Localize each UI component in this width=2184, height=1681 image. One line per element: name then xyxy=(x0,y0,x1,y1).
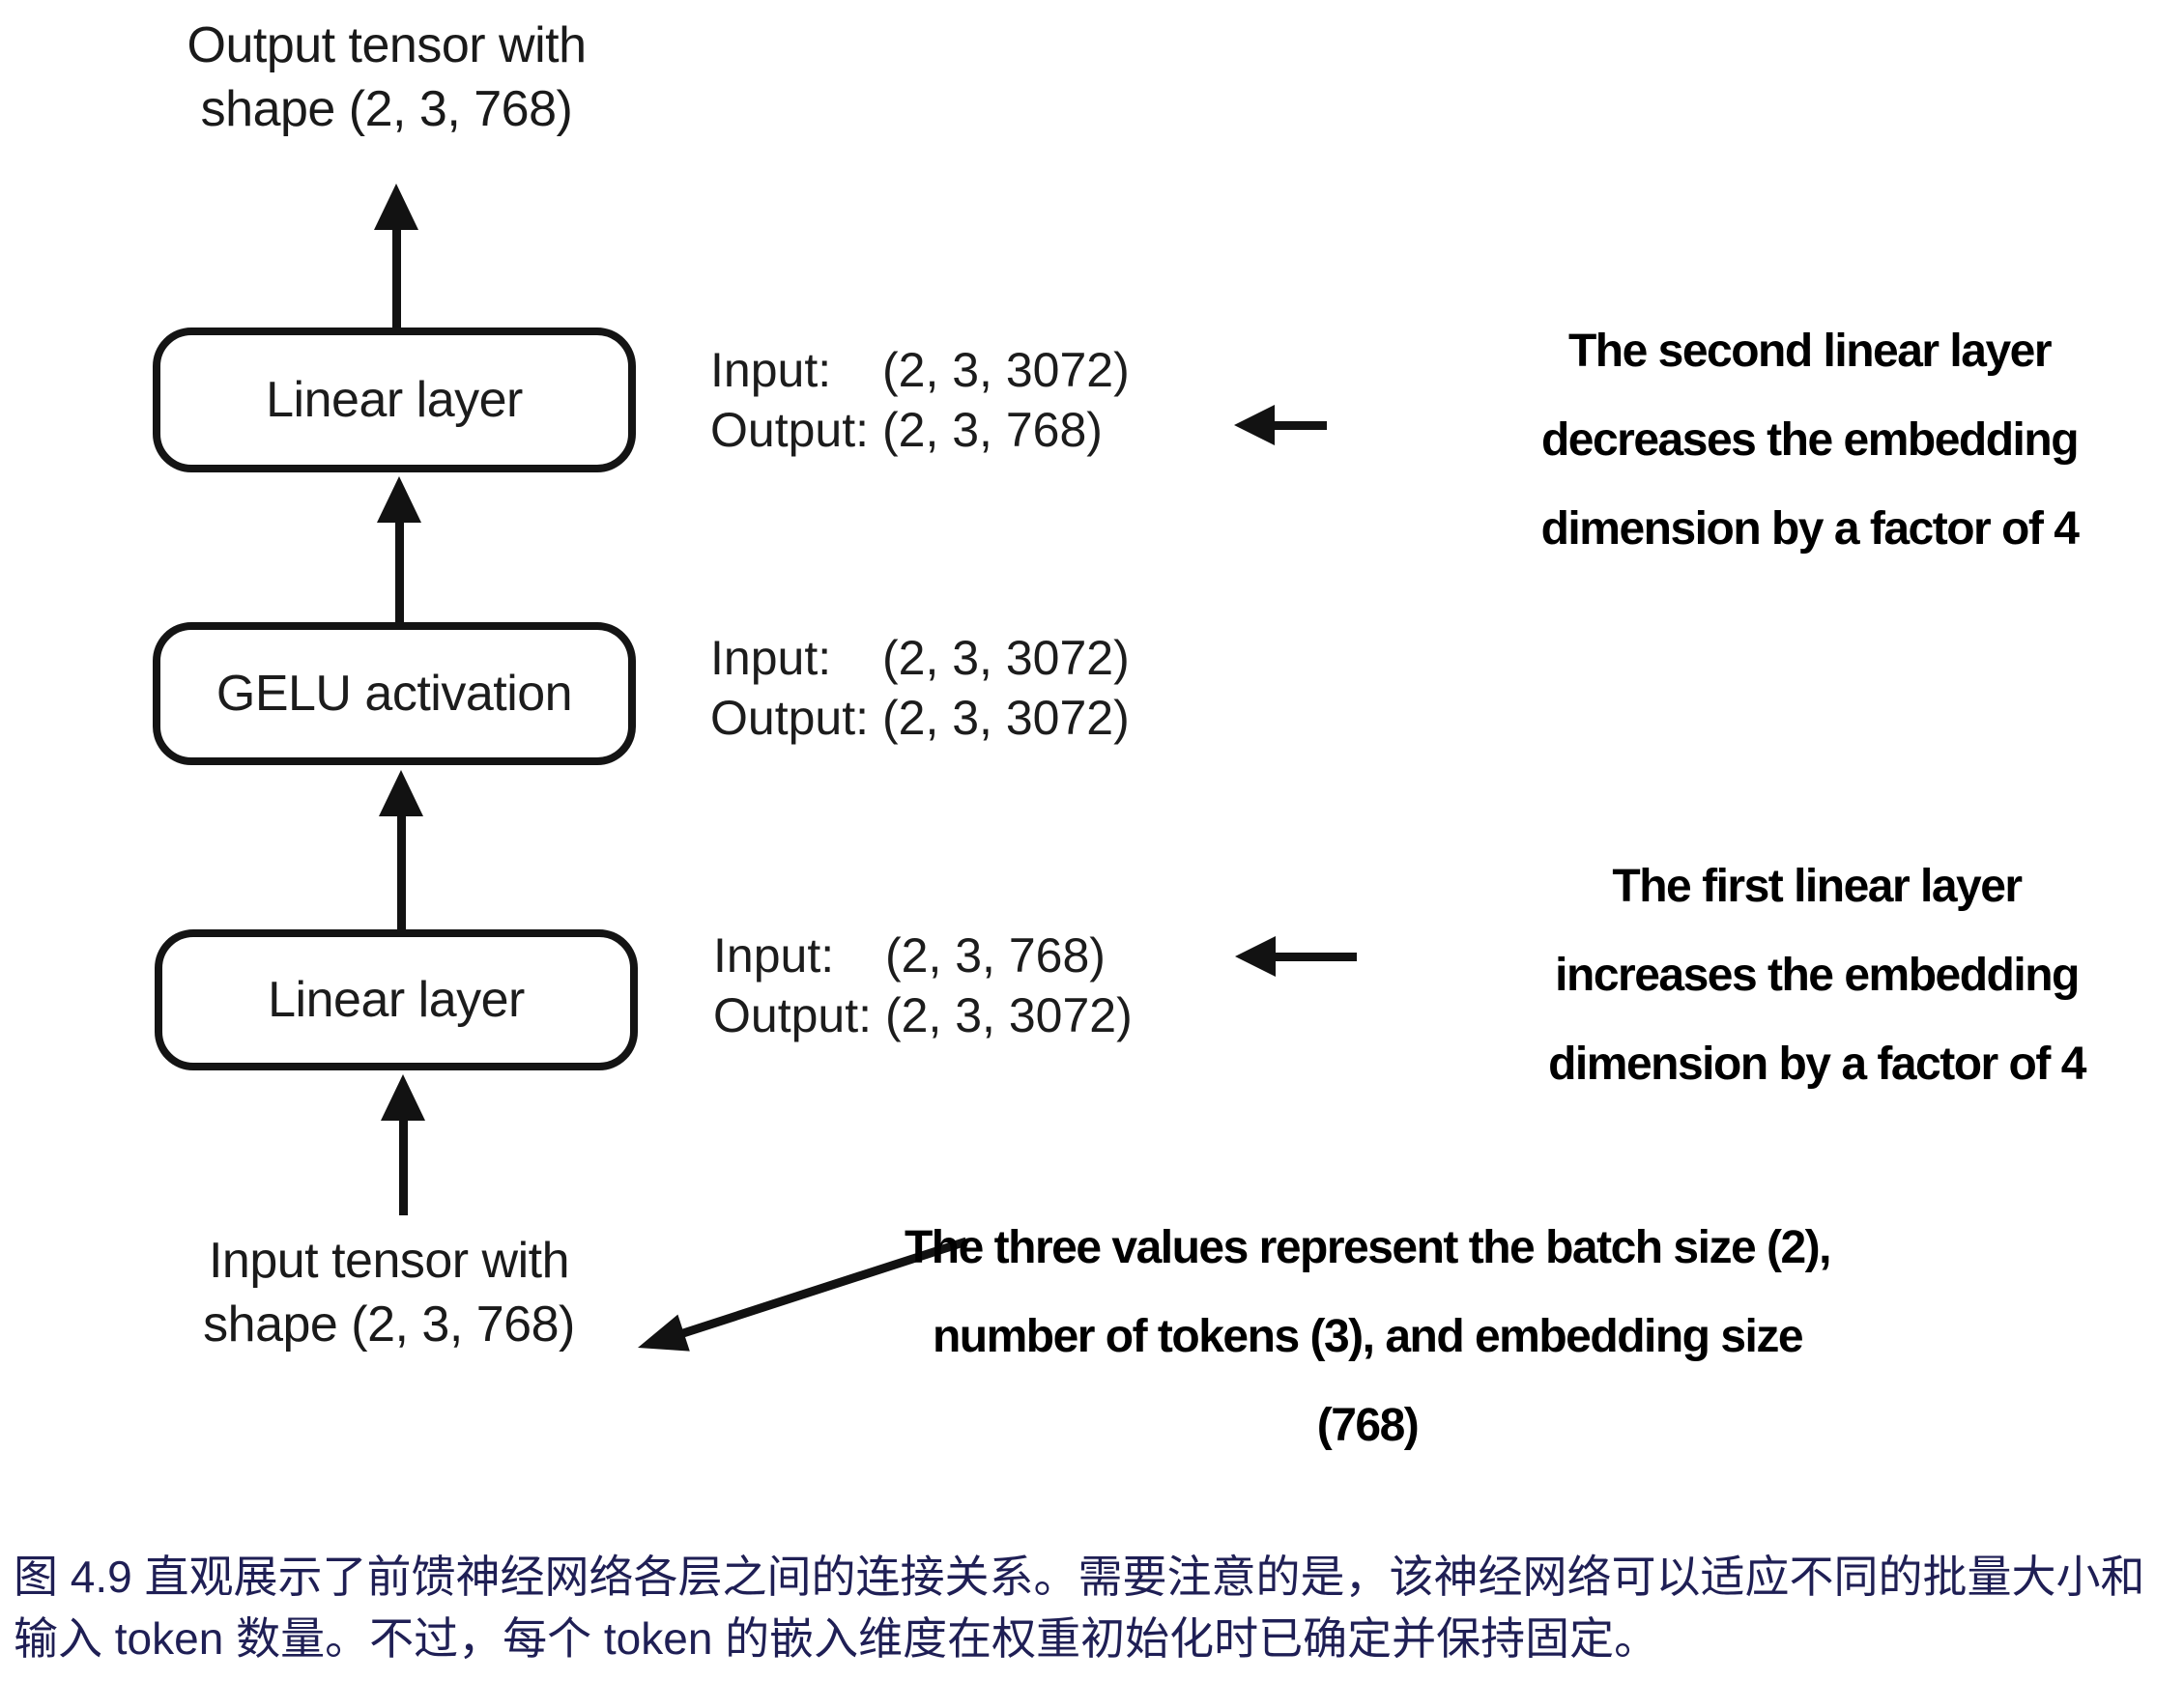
io-input-row: Input: (2, 3, 768) xyxy=(713,926,1133,985)
arrow-head-icon xyxy=(379,770,423,816)
arrow-shaft xyxy=(1275,420,1327,430)
io-input-row: Input: (2, 3, 3072) xyxy=(710,340,1130,400)
arrow-head-icon xyxy=(377,476,421,523)
io-output-label: Output: xyxy=(710,691,869,745)
io-output-value: (2, 3, 768) xyxy=(882,403,1103,457)
annotation-first-linear: The first linear layer increases the emb… xyxy=(1548,861,2086,1090)
arrow-head-icon xyxy=(381,1074,425,1121)
arrow-up-gelu xyxy=(379,770,423,929)
arrow-head-icon xyxy=(374,184,418,230)
output-tensor-label: Output tensor with shape (2, 3, 768) xyxy=(187,17,588,137)
arrow-shaft xyxy=(394,523,404,624)
io-input-label: Input: xyxy=(710,631,832,685)
node-linear-layer-2: Linear layer xyxy=(153,328,636,472)
io-bottom: Input: (2, 3, 768) Output: (2, 3, 3072) xyxy=(713,926,1133,1045)
arrow-head-icon xyxy=(1235,936,1276,977)
arrow-left-bottom xyxy=(1235,936,1357,977)
arrow-shaft xyxy=(396,816,406,929)
io-input-value: (2, 3, 768) xyxy=(885,928,1106,983)
arrow-shaft xyxy=(1276,952,1357,961)
node-label: GELU activation xyxy=(216,666,573,722)
io-middle: Input: (2, 3, 3072) Output: (2, 3, 3072) xyxy=(710,628,1130,748)
annotation-three-values: The three values represent the batch siz… xyxy=(904,1222,1832,1451)
annotation-second-linear: The second linear layer decreases the em… xyxy=(1540,326,2080,555)
io-input-value: (2, 3, 3072) xyxy=(882,631,1130,685)
io-output-label: Output: xyxy=(713,988,872,1042)
arrow-left-top xyxy=(1234,405,1327,445)
io-input-label: Input: xyxy=(713,928,835,983)
arrow-up-output xyxy=(374,184,418,328)
io-output-label: Output: xyxy=(710,403,869,457)
io-input-label: Input: xyxy=(710,343,832,397)
figure-caption: 图 4.9 直观展示了前馈神经网络各层之间的连接关系。需要注意的是，该神经网络可… xyxy=(14,1552,2145,1664)
node-label: Linear layer xyxy=(268,972,525,1028)
input-tensor-label: Input tensor with shape (2, 3, 768) xyxy=(203,1233,575,1353)
node-label: Linear layer xyxy=(266,372,523,428)
arrow-shaft xyxy=(398,1121,408,1215)
io-top: Input: (2, 3, 3072) Output: (2, 3, 768) xyxy=(710,340,1130,460)
io-output-row: Output: (2, 3, 3072) xyxy=(713,985,1133,1045)
io-output-row: Output: (2, 3, 3072) xyxy=(710,688,1130,748)
io-input-row: Input: (2, 3, 3072) xyxy=(710,628,1130,688)
arrow-head-icon xyxy=(1234,405,1275,445)
arrow-up-linear2 xyxy=(377,476,421,624)
arrow-up-linear1 xyxy=(381,1074,425,1215)
io-output-row: Output: (2, 3, 768) xyxy=(710,400,1130,460)
arrow-shaft xyxy=(391,230,401,328)
io-output-value: (2, 3, 3072) xyxy=(882,691,1130,745)
io-input-value: (2, 3, 3072) xyxy=(882,343,1130,397)
node-linear-layer-1: Linear layer xyxy=(155,929,638,1070)
node-gelu-activation: GELU activation xyxy=(153,622,636,765)
io-output-value: (2, 3, 3072) xyxy=(885,988,1133,1042)
arrow-diagonal-input xyxy=(638,1237,968,1352)
